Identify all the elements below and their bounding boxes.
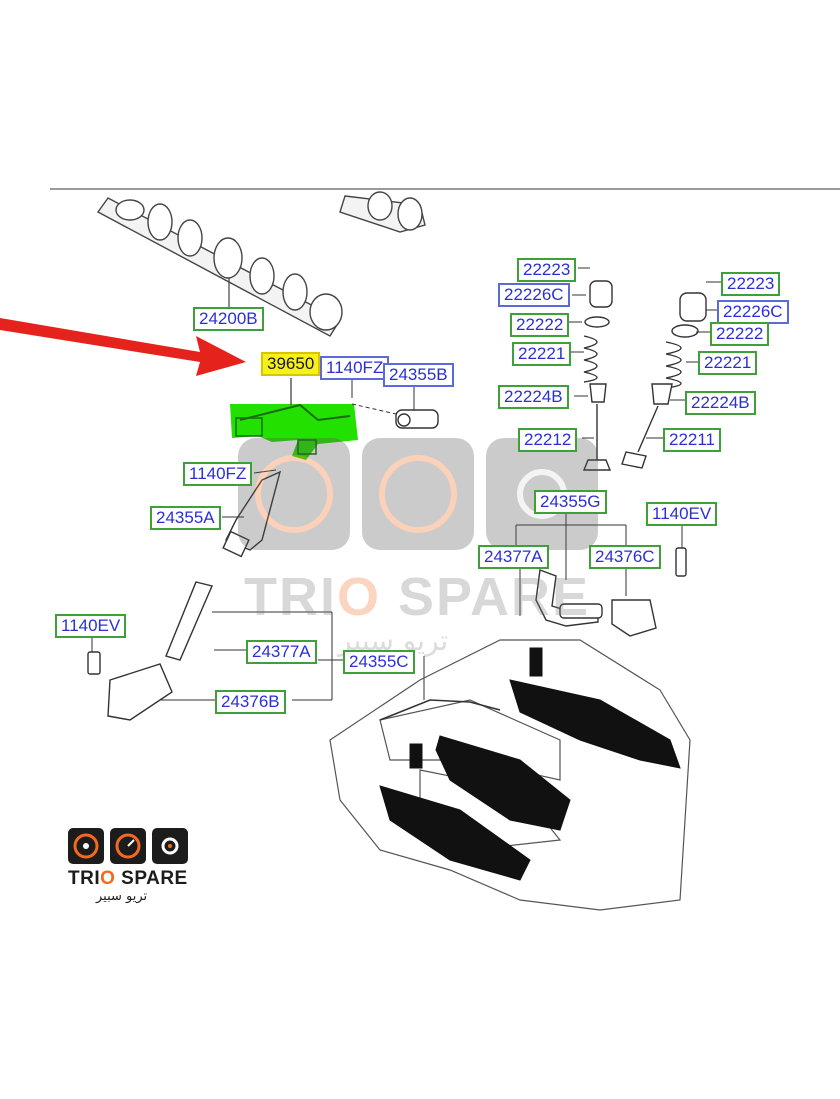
part-label: 22222: [710, 322, 770, 346]
part-label: 22226C: [498, 283, 570, 307]
valve-train-left: [582, 280, 613, 471]
part-label: 22224B: [685, 391, 756, 415]
brand-logo-icon: [68, 828, 188, 864]
part-label: 24355G: [534, 490, 607, 514]
part-label: 24200B: [193, 307, 264, 331]
ocv-24355c: [87, 581, 213, 721]
part-label: 22223: [517, 258, 577, 282]
part-label: 22212: [518, 428, 578, 452]
valve-leader-lines: [568, 267, 722, 439]
part-label: 1140EV: [646, 502, 718, 526]
part-label: 24355B: [383, 363, 454, 387]
bracket-24355g-lines: [515, 510, 683, 616]
part-label: 22222: [510, 313, 570, 337]
part-label: 24376B: [215, 690, 286, 714]
brand-name: TRIO SPARE: [68, 868, 188, 889]
part-label: 22221: [698, 351, 758, 375]
camshaft: [96, 191, 426, 337]
part-label: 39650: [261, 352, 321, 376]
watermark-brand-name: TRIO SPARE: [244, 567, 591, 627]
part-label: 22211: [663, 428, 722, 452]
engine-black-wiring: [379, 647, 681, 881]
part-label: 24355C: [343, 650, 415, 674]
part-label: 24376C: [589, 545, 661, 569]
part-label: 22224B: [498, 385, 569, 409]
brand-arabic: تريو سبير: [96, 889, 148, 904]
part-label: 22221: [512, 342, 572, 366]
part-label: 1140EV: [55, 614, 127, 638]
valve-train-right: [621, 292, 707, 469]
oil-control-valve-b: [395, 409, 439, 429]
part-label: 24377A: [246, 640, 317, 664]
red-arrow-icon: [0, 318, 246, 376]
wiring-harness-highlight: [230, 403, 358, 460]
part-label: 24355A: [150, 506, 221, 530]
oil-control-valve-a: [222, 470, 282, 558]
part-label: 1140FZ: [320, 356, 390, 380]
part-label: 1140FZ: [183, 462, 253, 486]
part-label: 22226C: [717, 300, 789, 324]
part-label: 22223: [721, 272, 781, 296]
ocv-24355g: [535, 547, 687, 637]
part-label: 24377A: [478, 545, 549, 569]
